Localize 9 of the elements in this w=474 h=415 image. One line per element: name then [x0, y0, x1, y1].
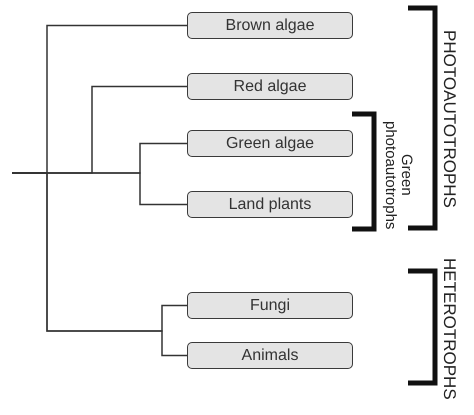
group-label: Green photoautotrophs: [381, 120, 416, 232]
group-label: HETEROTROPHS: [438, 257, 460, 402]
taxon-box: Fungi: [187, 292, 353, 319]
taxon-box: Brown algae: [187, 12, 353, 39]
group-label: PHOTOAUTOTROPHS: [438, 29, 460, 210]
taxon-box: Green algae: [187, 130, 353, 157]
taxon-box: Animals: [187, 342, 353, 369]
taxon-box: Red algae: [187, 73, 353, 100]
taxon-box: Land plants: [187, 191, 353, 218]
